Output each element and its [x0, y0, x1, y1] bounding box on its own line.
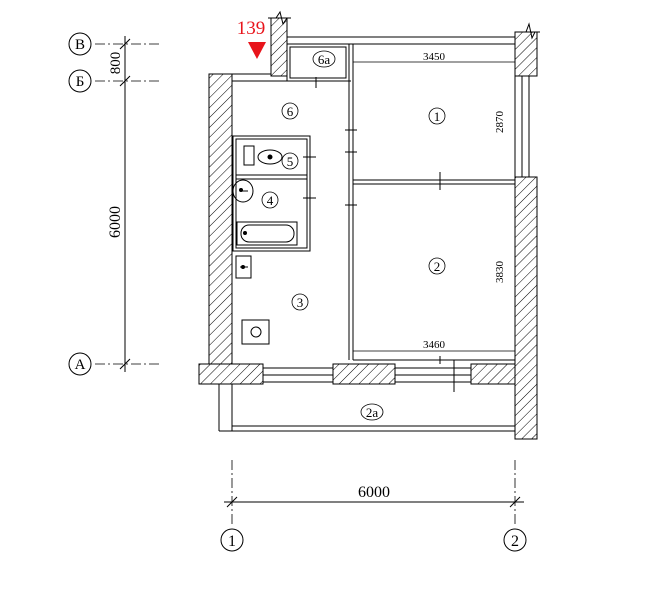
svg-text:3: 3 — [297, 295, 304, 310]
bathtub-fixture — [236, 221, 298, 246]
svg-text:2а: 2а — [366, 405, 379, 420]
room-marker-2: 2 — [428, 257, 446, 275]
room-marker-6a: 6а — [312, 50, 336, 68]
dimension-bottom — [224, 496, 524, 508]
room-marker-4: 4 — [261, 191, 279, 209]
dim-room1-depth: 2870 — [494, 111, 506, 134]
room-marker-2a: 2а — [360, 403, 384, 421]
svg-text:Б: Б — [76, 74, 85, 90]
stove-fixture — [241, 319, 270, 345]
fixtures — [232, 145, 298, 345]
dim-6000-vertical: 6000 — [107, 206, 124, 238]
svg-text:6: 6 — [287, 104, 294, 119]
room-marker-6: 6 — [281, 102, 299, 120]
axis-bubble-1: 1 — [220, 528, 244, 552]
axis-bubble-a: А — [68, 352, 92, 376]
room-marker-1: 1 — [428, 107, 446, 125]
axis-bubble-2: 2 — [503, 528, 527, 552]
dim-room2-width: 3460 — [423, 339, 446, 351]
red-position-marker: 139 — [237, 18, 266, 59]
axis-lines — [95, 43, 516, 525]
sink-fixture-kitchen — [235, 255, 252, 279]
exterior-walls — [198, 17, 538, 440]
svg-text:1: 1 — [228, 533, 236, 550]
axis-bubble-b: Б — [68, 69, 92, 93]
dimension-left — [119, 36, 131, 372]
dim-6000-horizontal: 6000 — [358, 484, 390, 501]
svg-text:А: А — [75, 357, 86, 373]
axis-bubble-v: В — [68, 32, 92, 56]
svg-text:2: 2 — [434, 259, 441, 274]
svg-text:1: 1 — [434, 109, 441, 124]
svg-text:2: 2 — [511, 533, 519, 550]
svg-text:4: 4 — [267, 193, 274, 208]
dim-room2-depth: 3830 — [494, 261, 506, 284]
svg-text:В: В — [75, 37, 85, 53]
dim-800: 800 — [108, 52, 124, 75]
svg-text:139: 139 — [237, 18, 266, 39]
svg-text:5: 5 — [287, 154, 294, 169]
interior-partitions — [199, 43, 515, 365]
dim-room1-width: 3450 — [423, 51, 446, 63]
svg-text:6а: 6а — [318, 52, 331, 67]
room-marker-5: 5 — [281, 152, 299, 170]
toilet-fixture — [243, 145, 283, 166]
sink-fixture-bath — [232, 179, 254, 203]
room-marker-3: 3 — [291, 293, 309, 311]
